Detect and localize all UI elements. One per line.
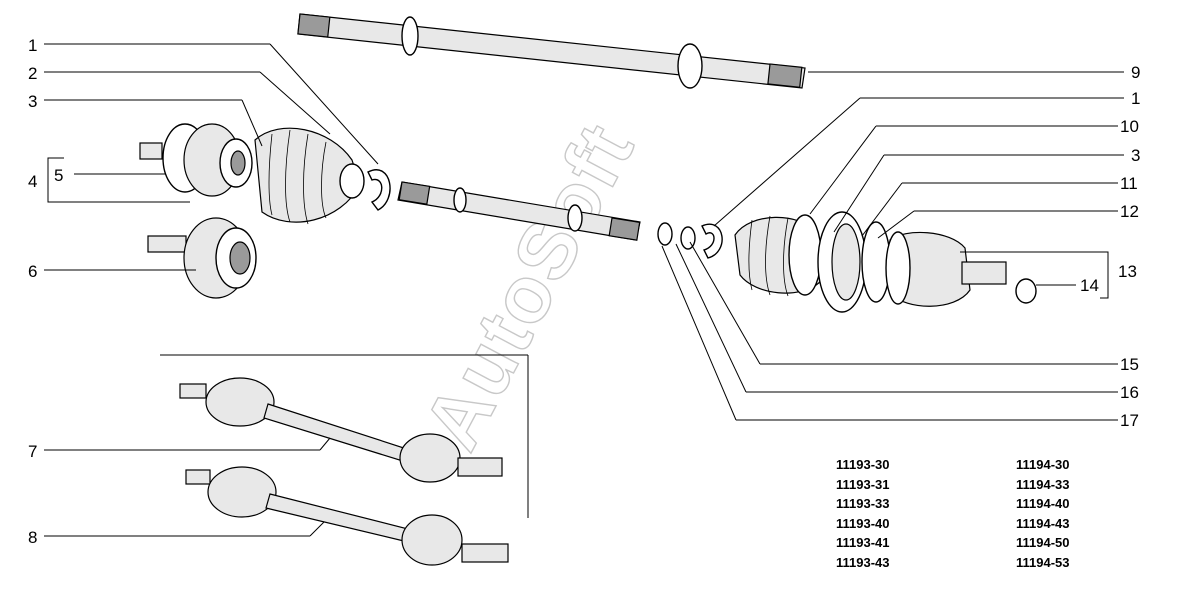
callout-16-right: 16 xyxy=(675,243,1139,402)
code-entry: 11194-40 xyxy=(1016,496,1070,512)
svg-text:8: 8 xyxy=(28,528,37,547)
code-entry: 11193-43 xyxy=(836,554,890,570)
callout-1-left: 1 xyxy=(28,36,379,165)
callout-17-right: 17 xyxy=(661,245,1139,430)
small-rings-part xyxy=(657,222,723,259)
left-boot-part xyxy=(254,127,365,225)
right-clamp-part xyxy=(817,211,867,313)
svg-text:3: 3 xyxy=(1131,146,1140,165)
svg-text:14: 14 xyxy=(1080,276,1099,295)
callout-14-right: 14 xyxy=(1036,276,1099,295)
shaft-assembly-7-part xyxy=(160,354,529,518)
svg-text:9: 9 xyxy=(1131,63,1140,82)
svg-text:13: 13 xyxy=(1118,262,1137,281)
code-entry: 11193-40 xyxy=(836,515,890,531)
code-entry: 11194-50 xyxy=(1016,535,1070,551)
svg-text:5: 5 xyxy=(54,166,63,185)
left-cv-joint-part xyxy=(139,123,253,197)
svg-text:15: 15 xyxy=(1120,355,1139,374)
svg-text:6: 6 xyxy=(28,262,37,281)
callout-2-left: 2 xyxy=(28,64,331,135)
svg-text:10: 10 xyxy=(1120,117,1139,136)
inner-hub-part xyxy=(147,217,257,299)
svg-text:17: 17 xyxy=(1120,411,1139,430)
codes-column-b: 11194-30 11194-33 11194-40 11194-43 1119… xyxy=(1016,455,1070,573)
callout-3-right: 3 xyxy=(833,146,1140,233)
watermark-text: AutoSoft xyxy=(406,109,651,463)
right-boot-part xyxy=(734,214,822,297)
left-clamp-ring-part xyxy=(367,169,391,211)
svg-text:7: 7 xyxy=(28,442,37,461)
callout-15-right: 15 xyxy=(689,241,1139,374)
callout-8-left: 8 xyxy=(28,521,325,547)
code-entry: 11194-30 xyxy=(1016,457,1070,472)
code-entry: 11194-33 xyxy=(1016,476,1070,492)
right-outer-joint-part xyxy=(885,231,1037,307)
code-entry: 11193-30 xyxy=(836,457,890,472)
codes-column-a: 11193-30 11193-31 11193-33 11193-40 1119… xyxy=(836,455,890,573)
center-shaft-part xyxy=(397,181,641,241)
callout-4-left: 4 xyxy=(28,157,190,203)
svg-text:2: 2 xyxy=(28,64,37,83)
svg-text:3: 3 xyxy=(28,92,37,111)
callout-10-right: 10 xyxy=(809,117,1139,215)
callout-13-right: 13 xyxy=(960,251,1137,299)
callout-6-left: 6 xyxy=(28,262,196,281)
svg-text:16: 16 xyxy=(1120,383,1139,402)
callout-1-right: 1 xyxy=(713,89,1140,227)
callout-9-right: 9 xyxy=(808,63,1140,82)
intermediate-shaft-part xyxy=(297,13,806,89)
svg-text:1: 1 xyxy=(1131,89,1140,108)
code-entry: 11194-43 xyxy=(1016,515,1070,531)
callout-5-left: 5 xyxy=(54,166,165,185)
svg-text:12: 12 xyxy=(1120,202,1139,221)
code-entry: 11193-31 xyxy=(836,476,890,492)
callout-7-left: 7 xyxy=(28,437,331,461)
callout-3-left: 3 xyxy=(28,92,263,147)
shaft-assembly-8-part xyxy=(185,466,509,566)
callout-12-right: 12 xyxy=(877,202,1139,239)
code-entry: 11194-53 xyxy=(1016,554,1070,570)
svg-text:11: 11 xyxy=(1120,174,1138,193)
code-entry: 11193-41 xyxy=(836,535,890,551)
callout-11-right: 11 xyxy=(861,174,1138,237)
svg-text:4: 4 xyxy=(28,172,37,191)
code-entry: 11193-33 xyxy=(836,496,890,512)
svg-text:1: 1 xyxy=(28,36,37,55)
